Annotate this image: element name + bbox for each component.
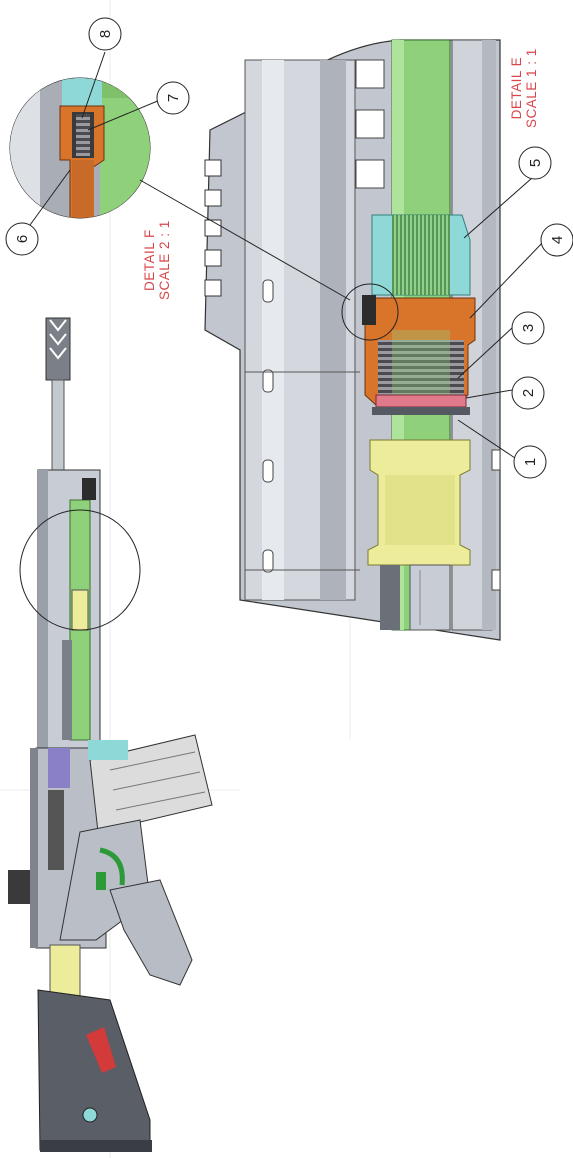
detail-f-title: DETAIL F [142,229,157,291]
callout-2: 2 [520,389,537,397]
part-1-washer [372,407,470,415]
part-3-spring [378,340,464,395]
callout-numbers: 1 2 3 4 5 6 7 8 [14,30,566,466]
detail-f-label: DETAIL F SCALE 2 : 1 [142,220,172,300]
detail-e-title: DETAIL E [509,56,524,120]
detail-e-marker-circle [19,509,141,631]
detail-e-scale: SCALE 1 : 1 [524,48,539,128]
detail-e-view [204,39,501,641]
part-2-ring [375,394,467,408]
callout-3: 3 [520,324,537,332]
callout-6: 6 [14,235,31,243]
callout-4: 4 [549,236,566,244]
detail-e-label: DETAIL E SCALE 1 : 1 [509,48,539,128]
callout-balloons [5,17,573,479]
callout-5: 5 [527,159,544,167]
callout-8: 8 [97,30,114,38]
handguard [37,469,101,751]
magazine [88,734,213,833]
stock [37,989,152,1152]
detail-f-marker-circle [341,283,399,341]
flash-hider [45,317,71,381]
detail-f-view [9,77,351,301]
detail-f-scale: SCALE 2 : 1 [157,220,172,300]
callout-7: 7 [165,94,182,102]
rifle-full-view [8,317,213,1152]
callout-1: 1 [522,458,539,466]
pistol-grip [109,879,193,986]
